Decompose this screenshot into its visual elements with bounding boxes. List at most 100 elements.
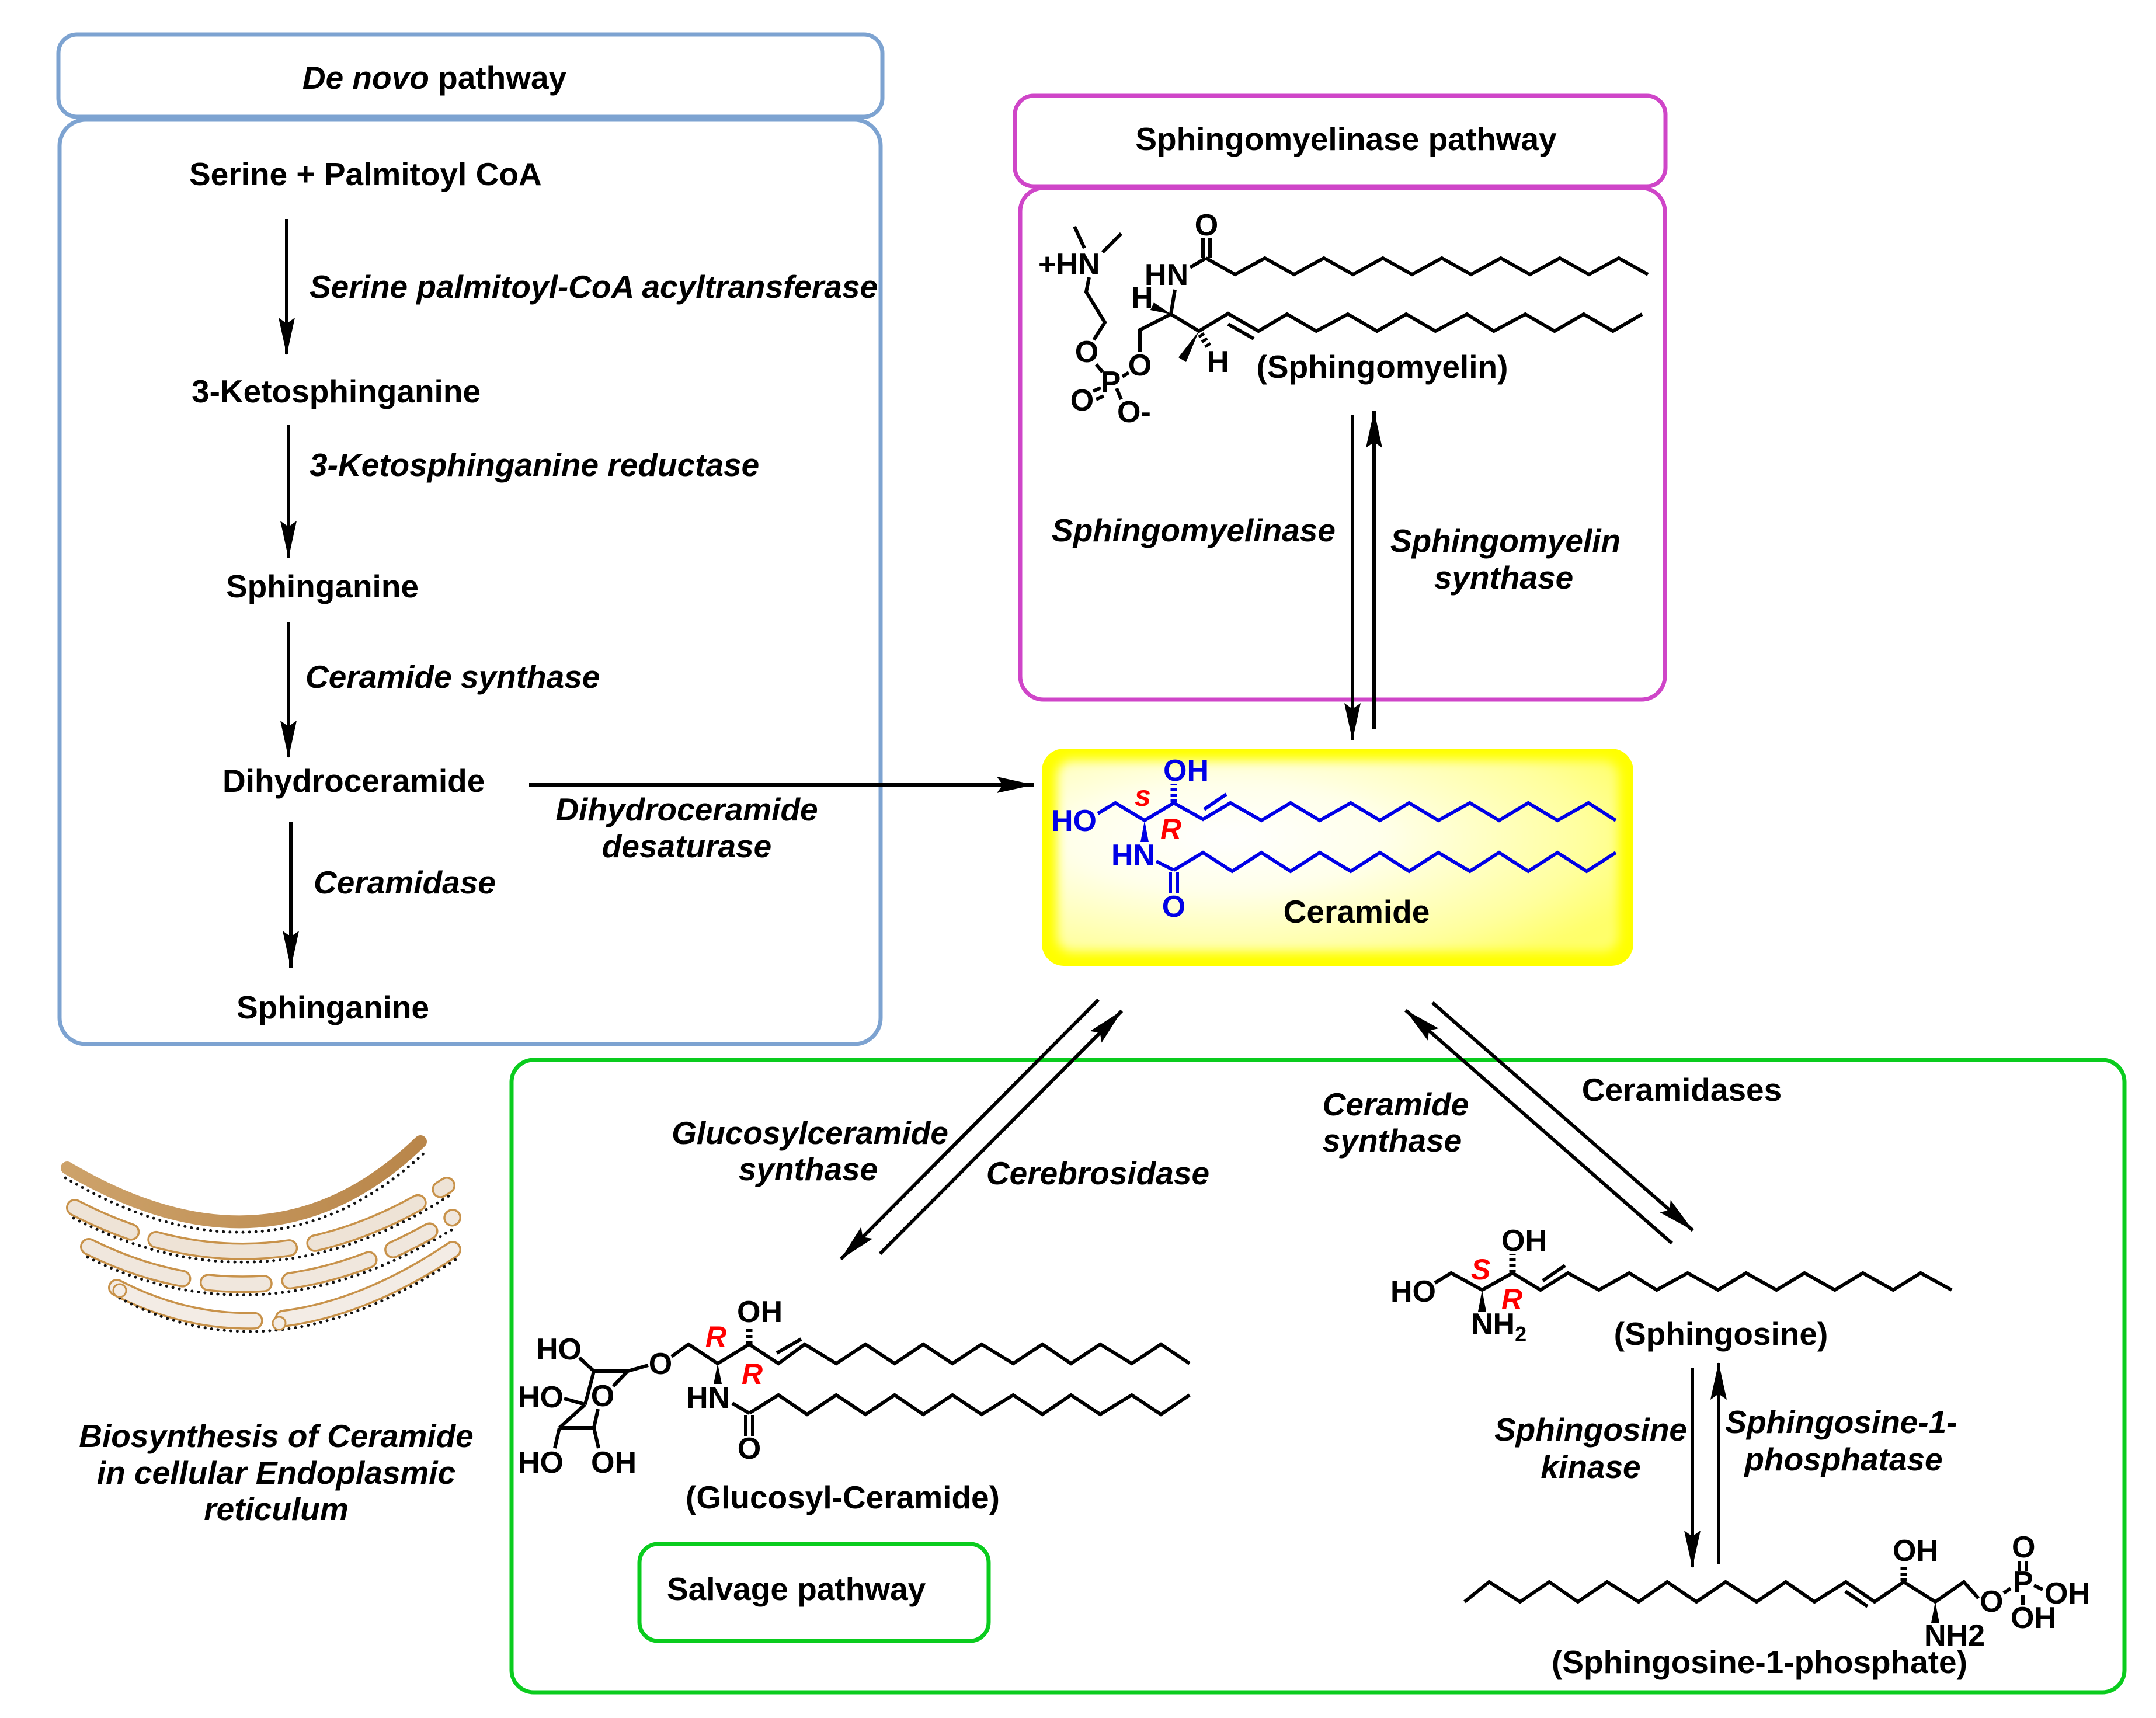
enzyme-ceramide-synthase: Ceramide synthase — [305, 659, 600, 695]
n-carbonyl-bond — [731, 1401, 750, 1415]
intermediate-sphinganine: Sphinganine — [226, 568, 419, 604]
stereo-label-c2: S — [1471, 1253, 1490, 1286]
arrow-glucosylceramide-to-ceramide — [878, 1009, 1124, 1256]
atom-ring-o: O — [591, 1379, 614, 1413]
de-novo-box — [57, 117, 883, 1046]
n-carbonyl-bond — [1189, 256, 1207, 269]
atom-phosphorus: P — [1101, 366, 1121, 399]
de-novo-header-box — [56, 32, 885, 119]
double-bond-inner — [1542, 1264, 1566, 1282]
er-vesicle-bud — [112, 1283, 127, 1298]
hash-bond-h — [1198, 332, 1212, 349]
er-outer-membrane — [61, 1135, 427, 1229]
stereo-label-c3: R — [1501, 1283, 1522, 1316]
s1p-label: (Sphingosine-1-phosphate) — [1552, 1644, 1967, 1680]
p-o-anion-bond — [1115, 387, 1123, 401]
atom-sugar-oh-2: HO — [518, 1380, 564, 1414]
wedge-bond-nh — [1140, 820, 1149, 842]
methyl-bond — [1073, 225, 1086, 249]
er-caption-line2: in cellular Endoplasmic — [97, 1455, 455, 1491]
n-carbonyl-bond — [1155, 860, 1175, 872]
enzyme-ceramidase: Ceramidase — [314, 864, 496, 900]
sugar-bond — [564, 1397, 586, 1406]
wedge-bond-methyl — [1178, 331, 1199, 362]
salvage-section: Salvage pathway Glucosylceramide synthas… — [509, 998, 2127, 1695]
p-o-double-bond — [1092, 386, 1102, 393]
atom-phosphate-oh-1: OH — [2044, 1577, 2090, 1611]
intermediate-sphinganine-bottom: Sphinganine — [237, 989, 429, 1025]
wedge-bond-nh2 — [1478, 1290, 1486, 1312]
atom-amide-nh: HN — [686, 1381, 730, 1415]
sphingosine-label: (Sphingosine) — [1614, 1316, 1828, 1352]
atom-secondary-oh: OH — [737, 1295, 783, 1329]
ceramide-structure: HO OH HN O s R — [1051, 754, 1617, 924]
enzyme-sphingomyelin-synthase-line2: synthase — [1434, 559, 1573, 596]
sugar-bond — [558, 1403, 587, 1430]
o-p-bond — [2002, 1587, 2012, 1595]
enzyme-cerebrosidase: Cerebrosidase — [986, 1155, 1209, 1191]
intermediate-3-ketosphinganine: 3-Ketosphinganine — [192, 373, 481, 409]
enzyme-s1p-phosphatase-line2: phosphatase — [1743, 1441, 1942, 1477]
atom-amine: NH2 — [1471, 1307, 1526, 1346]
er-ribosome-dots — [118, 1258, 457, 1333]
enzyme-sphingomyelinase: Sphingomyelinase — [1052, 512, 1336, 548]
intermediate-dihydroceramide: Dihydroceramide — [222, 763, 485, 799]
sugar-bond — [611, 1369, 630, 1388]
sphingosine-structure: HO OH NH2 S R — [1390, 1224, 1953, 1346]
double-bond-inner — [1844, 1590, 1869, 1608]
atom-amine-main: NH — [1471, 1307, 1515, 1341]
er-vesicle-bud — [272, 1316, 287, 1331]
atom-carbonyl-o: O — [1162, 890, 1185, 924]
atom-glycosidic-o: O — [649, 1347, 672, 1381]
glucosylceramide-structure: HO HO HO OH O O OH HN O R R — [518, 1295, 1191, 1480]
p-o-double-bond — [1095, 394, 1105, 401]
atom-ether-o2: O — [1128, 349, 1152, 382]
enzyme-dihydroceramide-desaturase-line2: desaturase — [602, 828, 771, 864]
arrow-sphingosine-to-ceramide — [1404, 1008, 1673, 1245]
enzyme-ceramide-synthase-salvage-line1: Ceramide — [1323, 1086, 1469, 1122]
sphingomyelinase-box — [1018, 186, 1667, 702]
atom-phosphate-anion: O- — [1117, 395, 1151, 429]
er-cisterna-lumen — [68, 1178, 454, 1258]
acyl-chain — [1173, 850, 1617, 874]
acyl-chain — [748, 1393, 1191, 1417]
atom-secondary-oh: OH — [1893, 1534, 1938, 1568]
glucosylceramide-label: (Glucosyl-Ceramide) — [686, 1479, 1000, 1515]
c2-n-bond — [1169, 289, 1177, 315]
atom-carbonyl-o: O — [1195, 208, 1218, 242]
sphingoid-chain — [1463, 1580, 1980, 1604]
atom-carbonyl-o: O — [738, 1432, 761, 1466]
double-bond-inner — [776, 1337, 802, 1355]
de-novo-title-rest: pathway — [429, 60, 567, 96]
atom-amine: NH2 — [1924, 1619, 1985, 1653]
enzyme-3-ketosphinganine-reductase: 3-Ketosphinganine reductase — [310, 447, 759, 483]
atom-amide-nh: HN — [1111, 839, 1155, 872]
sphingoid-chain — [670, 1342, 1191, 1366]
enzyme-ceramide-synthase-salvage-line2: synthase — [1323, 1122, 1462, 1159]
atom-h-hash: H — [1207, 345, 1229, 379]
er-cisterna-lumen — [82, 1211, 460, 1291]
atom-primary-oh: HO — [1051, 804, 1097, 838]
er-ribosome-dots — [64, 1149, 428, 1234]
o-p-bond — [1094, 363, 1104, 373]
enzyme-glucosylceramide-synthase-line1: Glucosylceramide — [672, 1115, 948, 1151]
arrow-ceramide-to-sphingosine — [1431, 1001, 1694, 1232]
double-bond-inner — [1227, 322, 1255, 340]
methyl-bond — [1101, 232, 1123, 254]
stereo-label-c2: s — [1135, 780, 1151, 812]
atom-ether-o1: O — [1075, 335, 1098, 369]
atom-amine-subscript: 2 — [1515, 1322, 1526, 1346]
salvage-box — [509, 1058, 2127, 1695]
sphingomyelinase-title: Sphingomyelinase pathway — [1135, 121, 1557, 157]
stereo-label-c2: R — [705, 1320, 726, 1353]
er-ribosome-dots — [72, 1194, 451, 1264]
atom-phosphate-oh-2: OH — [2011, 1601, 2056, 1635]
stereo-label-c3: R — [1160, 813, 1181, 846]
atom-ester-o: O — [1980, 1585, 2003, 1619]
p-o-bond — [1121, 371, 1130, 378]
salvage-title-box — [637, 1542, 991, 1643]
de-novo-section: De novo pathway Serine + Palmitoyl CoA S… — [56, 32, 1034, 1046]
sugar-bond — [578, 1356, 596, 1373]
p-oh-bond — [2033, 1584, 2044, 1591]
s1p-structure: OH NH2 O P O OH OH — [1463, 1531, 2090, 1653]
